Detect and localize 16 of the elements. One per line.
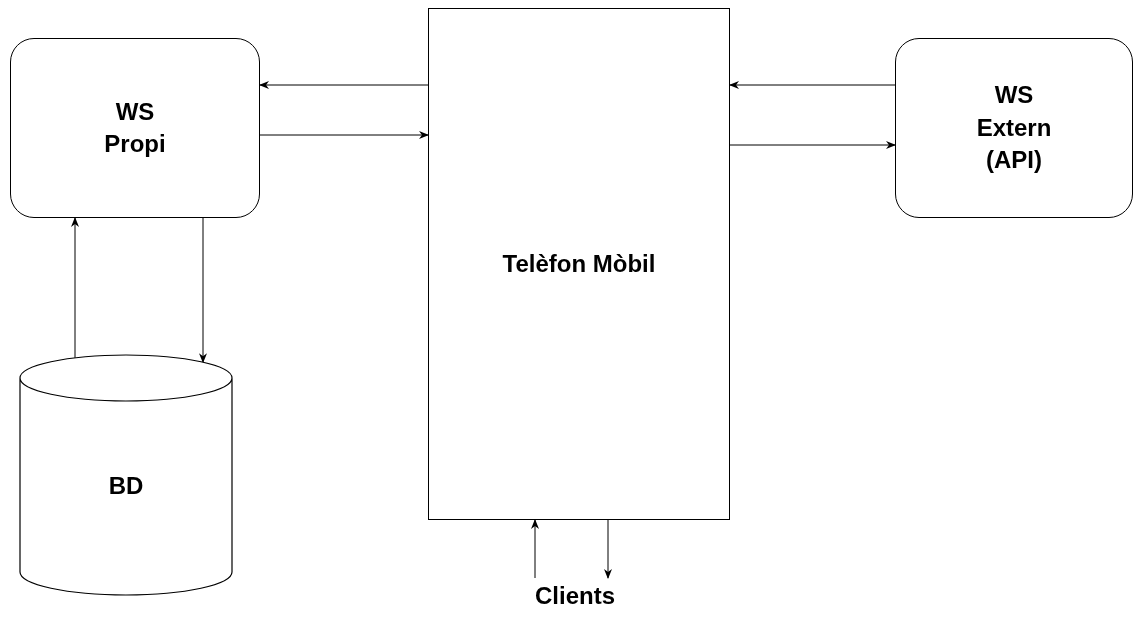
arrow [259,81,429,89]
node-label: Clients [535,581,615,611]
rounded-box [10,38,260,218]
arrow [71,217,79,359]
node-text: WS Propi [103,96,167,159]
arrow [729,141,896,149]
process-box [428,8,730,520]
rounded-box [895,38,1133,218]
node-text: WS Extern (API) [975,80,1053,176]
arrow [199,217,207,364]
node-text: BD [108,471,144,502]
arrow [531,519,539,579]
arrow [729,81,896,89]
arrow [259,131,429,139]
node-text: Telèfon Mòbil [502,248,656,279]
arrow [604,519,612,579]
